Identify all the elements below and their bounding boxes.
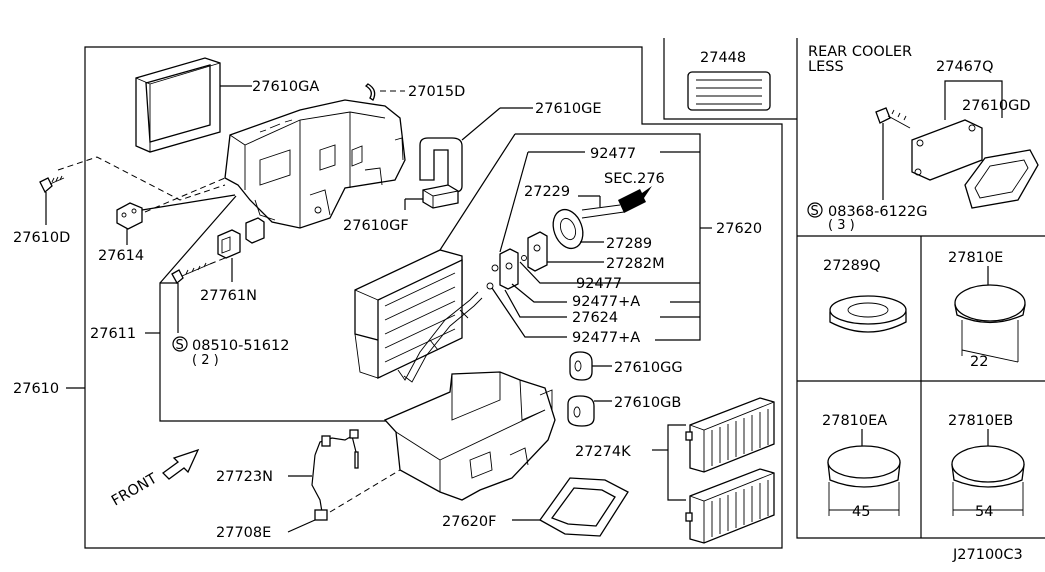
sec276-arrow-icon	[618, 186, 652, 213]
label-27015D: 27015D	[408, 84, 465, 100]
label-27610GE: 27610GE	[535, 101, 602, 117]
label-rear-cooler-1: REAR COOLER	[808, 44, 912, 60]
s-symbol-2-text: S	[811, 204, 819, 219]
label-sec276: SEC.276	[604, 171, 665, 187]
label-08368-6122G: 08368-6122G	[828, 204, 928, 220]
filter-27274K-upper	[685, 397, 775, 473]
label-27610GF: 27610GF	[343, 218, 409, 234]
front-arrow-icon	[162, 448, 200, 480]
gasket-27610GD	[964, 149, 1039, 209]
label-27448: 27448	[700, 50, 746, 66]
clip-27015D	[364, 83, 376, 101]
label-27467Q: 27467Q	[936, 59, 994, 75]
plate-27467Q	[911, 119, 983, 181]
label-92477A-1: 92477+A	[572, 294, 640, 310]
screw-27610D	[39, 175, 65, 194]
bracket-27282M	[527, 231, 548, 272]
label-27620: 27620	[716, 221, 762, 237]
label-27289Q: 27289Q	[823, 258, 881, 274]
label-dim54: 54	[975, 504, 993, 520]
label-92477A-2: 92477+A	[572, 330, 640, 346]
seal-27610GE	[419, 137, 463, 193]
main-frame	[84, 46, 783, 549]
plug-27810E	[954, 284, 1026, 324]
part-27448	[687, 71, 771, 111]
right-panels-frame	[796, 38, 1045, 539]
label-rear-cooler-2: LESS	[808, 59, 844, 75]
label-dim45: 45	[852, 504, 870, 520]
label-27274K: 27274K	[575, 444, 631, 460]
label-27611: 27611	[90, 326, 136, 342]
label-27810E: 27810E	[948, 250, 1003, 266]
label-08510-51612: 08510-51612	[192, 338, 290, 354]
label-27282M: 27282M	[606, 256, 665, 272]
label-27289: 27289	[606, 236, 652, 252]
screw-08368-6122G	[875, 107, 911, 129]
servo-27761N	[217, 217, 265, 259]
label-27761N: 27761N	[200, 288, 257, 304]
sensor-27723N	[311, 429, 359, 521]
panel-27448-frame	[663, 38, 797, 120]
bracket-27614	[116, 202, 143, 230]
label-27610: 27610	[13, 381, 59, 397]
pad-27610GG	[569, 351, 593, 381]
label-27723N: 27723N	[216, 469, 273, 485]
label-27614: 27614	[98, 248, 144, 264]
label-27810EA: 27810EA	[822, 413, 887, 429]
plug-27810EA	[827, 445, 901, 488]
label-08368-6122G-qty: ( 3 )	[828, 218, 855, 233]
diagram-code: J27100C3	[952, 547, 1023, 563]
lower-case	[383, 371, 556, 501]
pad-27610GB	[567, 395, 595, 427]
label-27229: 27229	[524, 184, 570, 200]
evaporator	[354, 249, 483, 383]
label-27610GA: 27610GA	[252, 79, 319, 95]
filter-frame-27610GA	[135, 57, 221, 153]
label-08510-51612-qty: ( 2 )	[192, 353, 219, 368]
label-front: FRONT	[109, 471, 160, 510]
filter-27274K-lower	[685, 468, 775, 544]
label-27610GD: 27610GD	[962, 98, 1031, 114]
label-27708E: 27708E	[216, 525, 271, 541]
label-27810EB: 27810EB	[948, 413, 1013, 429]
label-27610GB: 27610GB	[614, 395, 681, 411]
label-dim22: 22	[970, 354, 988, 370]
frame-27620F	[539, 477, 629, 537]
label-27620F: 27620F	[442, 514, 496, 530]
label-27610GG: 27610GG	[614, 360, 683, 376]
grommet-27289Q	[829, 295, 907, 333]
label-92477-mid: 92477	[576, 276, 622, 292]
s-symbol-1	[172, 336, 188, 352]
expansion-valve-27624	[486, 248, 527, 290]
s-symbol-1-text: S	[176, 338, 184, 353]
screw-08510-51612	[171, 262, 211, 285]
label-92477-top: 92477	[590, 146, 636, 162]
label-27610D: 27610D	[13, 230, 70, 246]
s-symbol-2	[807, 202, 823, 218]
upper-case	[224, 99, 406, 229]
label-27624: 27624	[572, 310, 618, 326]
grommet-27289	[552, 208, 584, 250]
block-27610GF	[422, 184, 459, 209]
plug-27810EB	[951, 445, 1025, 488]
